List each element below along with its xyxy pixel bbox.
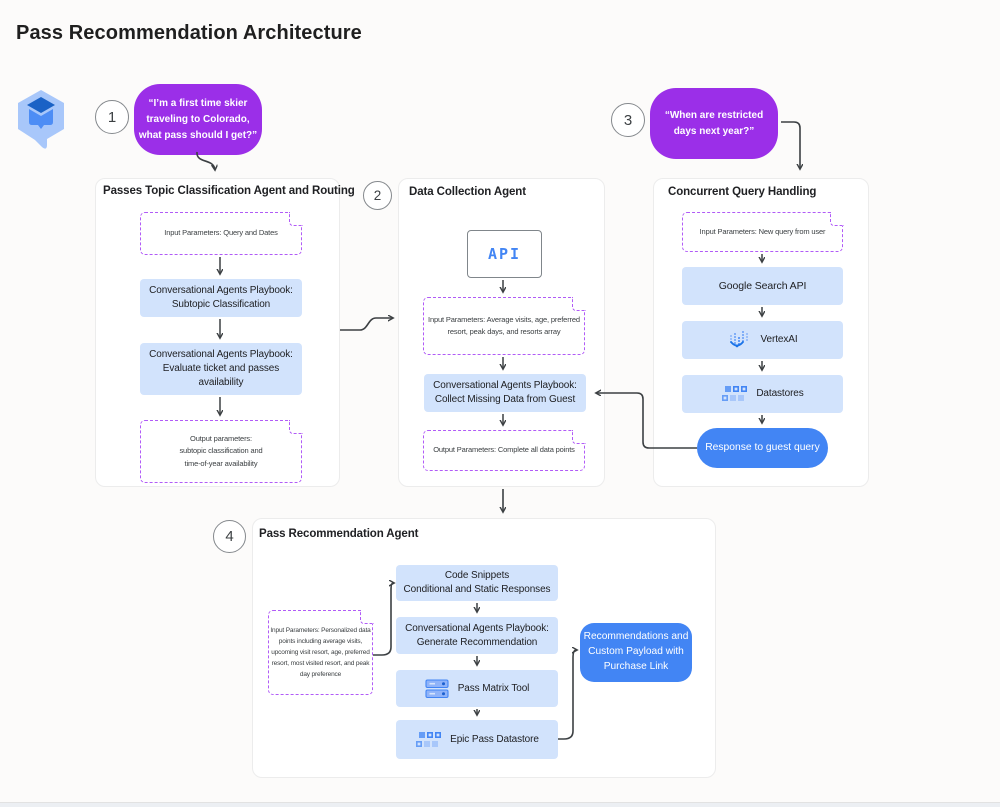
folded-corner-icon (571, 429, 586, 444)
conversational-agents-logo (14, 88, 68, 157)
user-query-bubble-1: “I’m a first time skier traveling to Col… (134, 84, 262, 155)
vertex-ai-icon (729, 331, 748, 348)
vertex-ai-box: VertexAI (682, 321, 843, 359)
panel-concurrent-title: Concurrent Query Handling (668, 186, 817, 198)
code-snippets-box: Code Snippets Conditional and Static Res… (396, 565, 558, 601)
panel-data-collection-title: Data Collection Agent (409, 186, 526, 198)
response-pill: Response to guest query (697, 428, 828, 468)
data-collection-input-text: Input Parameters: Average visits, age, p… (428, 314, 580, 336)
folded-corner-icon (829, 211, 844, 226)
concurrent-input-doc: Input Parameters: New query from user (682, 211, 844, 252)
pass-matrix-tool-box: Pass Matrix Tool (396, 670, 558, 707)
recommendation-output-pill: Recommendations and Custom Payload with … (580, 623, 692, 682)
epic-pass-datastore-label: Epic Pass Datastore (450, 733, 539, 745)
classification-playbook-subtopic: Conversational Agents Playbook: Subtopic… (140, 279, 302, 317)
user-query-bubble-3: “When are restricted days next year?” (650, 88, 778, 159)
google-search-api-box: Google Search API (682, 267, 843, 305)
classification-input-text: Input Parameters: Query and Dates (164, 228, 278, 238)
datastores-label: Datastores (756, 388, 804, 399)
panel-recommendation-title: Pass Recommendation Agent (259, 528, 419, 540)
api-box: API (467, 230, 542, 278)
folded-corner-icon (288, 211, 303, 226)
folded-corner-icon (359, 609, 374, 624)
chat-cube-logo-icon (18, 90, 64, 149)
datastores-box: Datastores (682, 375, 843, 413)
step-2-badge: 2 (363, 181, 392, 210)
pass-matrix-label: Pass Matrix Tool (457, 682, 530, 694)
classification-input-doc: Input Parameters: Query and Dates (140, 211, 303, 255)
step-3-badge: 3 (611, 103, 645, 137)
conn-query3-to-concurrent (781, 121, 800, 169)
bottom-divider (0, 802, 1000, 807)
recommendation-input-doc: Input Parameters: Personalized data poin… (268, 609, 374, 695)
page-title: Pass Recommendation Architecture (16, 22, 362, 44)
classification-playbook-evaluate: Conversational Agents Playbook: Evaluate… (140, 343, 302, 395)
classification-output-doc: Output parameters: subtopic classificati… (140, 419, 303, 483)
step-4-badge: 4 (213, 520, 246, 553)
step-1-badge: 1 (95, 100, 129, 134)
folded-corner-icon (571, 296, 586, 311)
data-collection-input-doc: Input Parameters: Average visits, age, p… (423, 296, 586, 355)
classification-output-text: Output parameters: subtopic classificati… (179, 433, 263, 468)
data-collection-playbook-collect: Conversational Agents Playbook: Collect … (424, 374, 586, 412)
folded-corner-icon (288, 419, 303, 434)
panel-classification-title: Passes Topic Classification Agent and Ro… (103, 185, 355, 197)
vertex-ai-label: VertexAI (760, 334, 798, 345)
data-collection-output-text: Output Parameters: Complete all data poi… (433, 445, 575, 455)
pass-matrix-icon (425, 678, 449, 698)
datastores-icon (722, 385, 748, 402)
concurrent-input-text: Input Parameters: New query from user (699, 226, 826, 236)
epic-pass-datastore-box: Epic Pass Datastore (396, 720, 558, 759)
data-collection-output-doc: Output Parameters: Complete all data poi… (423, 429, 586, 471)
recommendation-input-text: Input Parameters: Personalized data poin… (270, 626, 371, 679)
conn-classification-to-data-collection (340, 318, 393, 331)
generate-recommendation-box: Conversational Agents Playbook: Generate… (396, 617, 558, 654)
epic-pass-datastore-icon (416, 731, 442, 747)
